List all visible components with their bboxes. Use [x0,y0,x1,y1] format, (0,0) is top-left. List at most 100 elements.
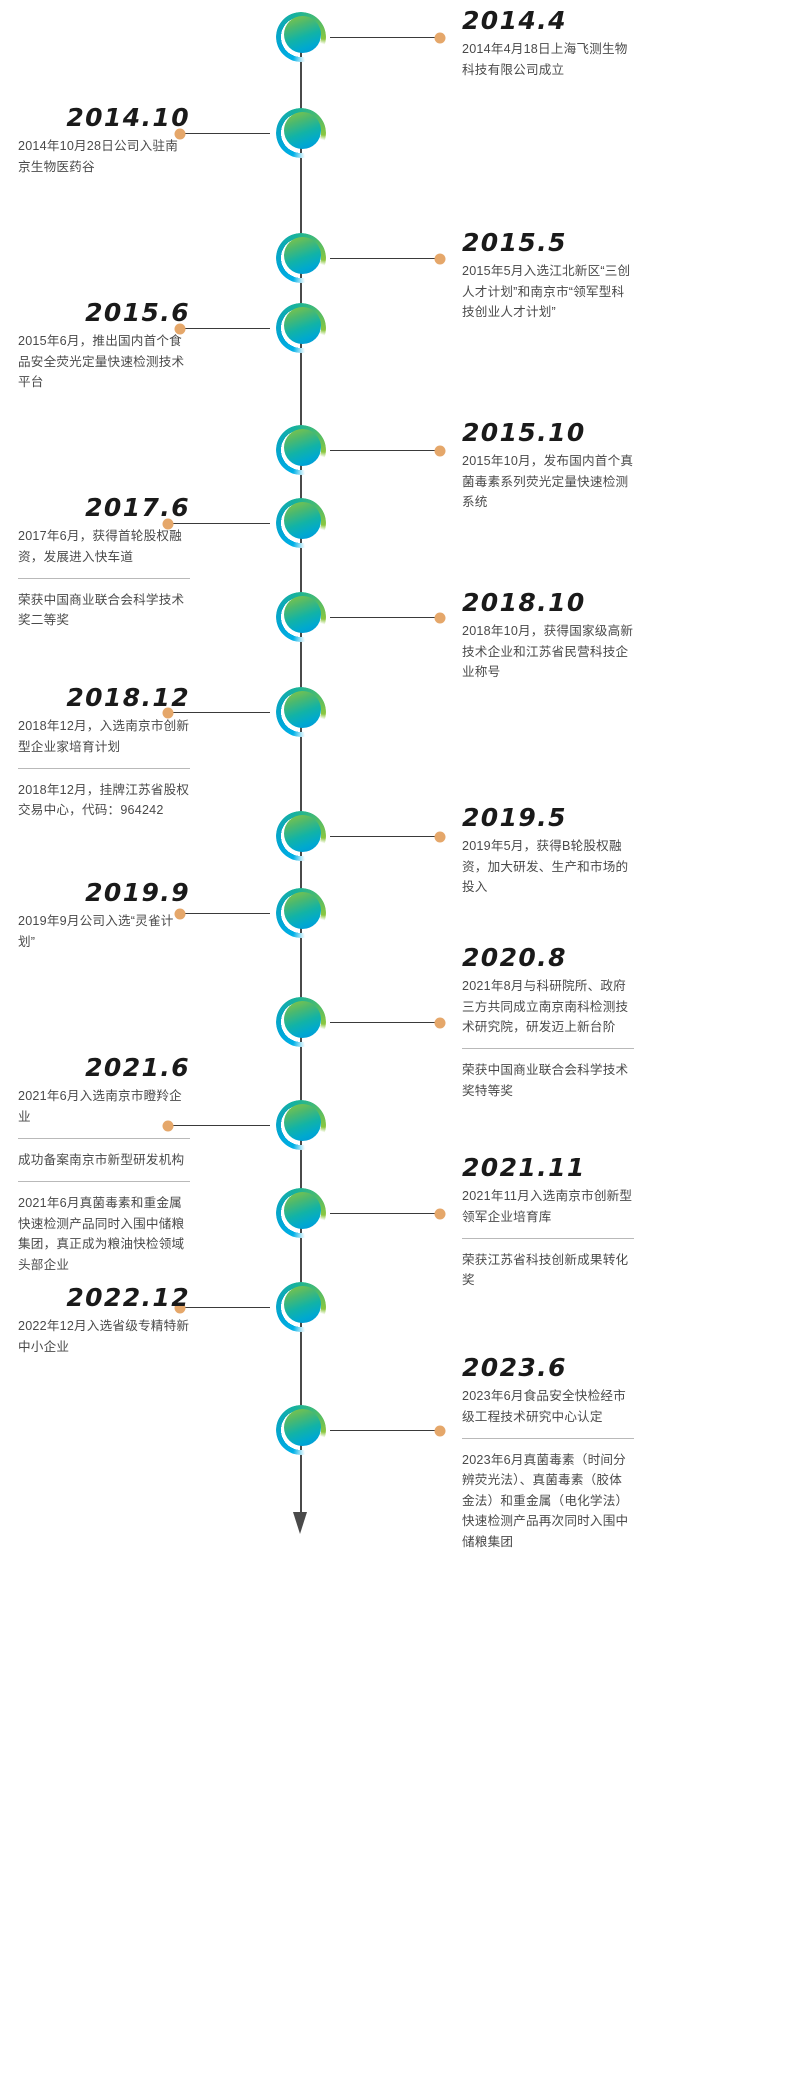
event-block-2014-10: 2014.10 2014年10月28日公司入驻南京生物医药谷 [18,103,190,177]
timeline-node-2021-06[interactable] [276,1100,326,1150]
event-desc-2015-05-0: 2015年5月入选江北新区“三创人才计划”和南京市“领军型科技创业人才计划” [462,264,631,320]
connector-dot-2021-06 [162,1120,174,1132]
event-year-2020-08: 2020.8 [462,943,567,972]
node-core-icon [284,307,321,344]
event-year-2023-06: 2023.6 [462,1353,567,1382]
event-desc-2021-11-1: 荣获江苏省科技创新成果转化奖 [462,1253,629,1288]
event-block-2019-05: 2019.5 2019年5月，获得B轮股权融资，加大研发、生产和市场的投入 [462,803,634,897]
connector-line-2018-10 [330,617,440,619]
event-desc-2023-06-0: 2023年6月食品安全快检经市级工程技术研究中心认定 [462,1389,626,1424]
node-core-icon [284,16,321,53]
connector-dot-2018-10 [434,612,446,624]
connector-line-2015-06 [180,328,270,330]
event-year-2015-06: 2015.6 [85,298,190,327]
event-year-2015-10: 2015.10 [462,418,586,447]
timeline-node-2015-10[interactable] [276,425,326,475]
event-desc-2014-10-0: 2014年10月28日公司入驻南京生物医药谷 [18,139,178,174]
timeline-node-2014-04[interactable] [276,12,326,62]
node-core-icon [284,1286,321,1323]
event-block-2017-06: 2017.6 2017年6月，获得首轮股权融资，发展进入快车道荣获中国商业联合会科… [18,493,190,631]
timeline-node-2015-05[interactable] [276,233,326,283]
timeline-node-2015-06[interactable] [276,303,326,353]
event-desc-2023-06-1: 2023年6月真菌毒素（时间分辨荧光法）、真菌毒素（胶体金法）和重金属（电化学法… [462,1453,629,1549]
timeline-node-2021-11[interactable] [276,1188,326,1238]
connector-line-2021-06 [168,1125,270,1127]
timeline-node-2023-06[interactable] [276,1405,326,1455]
event-divider [18,768,190,770]
event-desc-2022-12-0: 2022年12月入选省级专精特新中小企业 [18,1319,190,1354]
event-year-2021-06: 2021.6 [85,1053,190,1082]
event-divider [462,1238,634,1240]
connector-dot-2015-10 [434,445,446,457]
event-year-2015-05: 2015.5 [462,228,567,257]
connector-line-2014-04 [330,37,440,39]
event-desc-2020-08-0: 2021年8月与科研院所、政府三方共同成立南京南科检测技术研究院，研发迈上新台阶 [462,979,629,1035]
connector-line-2017-06 [168,523,270,525]
node-core-icon [284,1192,321,1229]
connector-dot-2022-12 [174,1302,186,1314]
event-divider [18,1181,190,1183]
connector-dot-2020-08 [434,1017,446,1029]
event-year-2019-09: 2019.9 [85,878,190,907]
event-year-2017-06: 2017.6 [85,493,190,522]
node-core-icon [284,596,321,633]
event-desc-2017-06-1: 荣获中国商业联合会科学技术奖二等奖 [18,593,185,628]
node-core-icon [284,237,321,274]
event-block-2015-05: 2015.5 2015年5月入选江北新区“三创人才计划”和南京市“领军型科技创业人… [462,228,634,322]
event-desc-2017-06-0: 2017年6月，获得首轮股权融资，发展进入快车道 [18,529,182,564]
event-desc-2015-06-0: 2015年6月，推出国内首个食品安全荧光定量快速检测技术平台 [18,334,185,390]
connector-dot-2015-05 [434,253,446,265]
connector-dot-2019-09 [174,908,186,920]
node-core-icon [284,1001,321,1038]
event-block-2020-08: 2020.8 2021年8月与科研院所、政府三方共同成立南京南科检测技术研究院，研… [462,943,634,1101]
event-desc-2018-10-0: 2018年10月，获得国家级高新技术企业和江苏省民营科技企业称号 [462,624,634,680]
event-block-2014-04: 2014.4 2014年4月18日上海飞测生物科技有限公司成立 [462,6,634,80]
connector-dot-2021-11 [434,1208,446,1220]
event-block-2023-06: 2023.6 2023年6月食品安全快检经市级工程技术研究中心认定 2023年6月真… [462,1353,634,1552]
connector-line-2019-05 [330,836,440,838]
event-year-2022-12: 2022.12 [66,1283,190,1312]
connector-line-2015-10 [330,450,440,452]
event-block-2015-06: 2015.6 2015年6月，推出国内首个食品安全荧光定量快速检测技术平台 [18,298,190,392]
timeline-node-2022-12[interactable] [276,1282,326,1332]
timeline-node-2019-05[interactable] [276,811,326,861]
connector-dot-2023-06 [434,1425,446,1437]
event-desc-2021-06-0: 2021年6月入选南京市瞪羚企业 [18,1089,182,1124]
node-core-icon [284,1409,321,1446]
node-core-icon [284,815,321,852]
node-core-icon [284,892,321,929]
event-year-2014-10: 2014.10 [66,103,190,132]
event-year-2019-05: 2019.5 [462,803,567,832]
event-year-2014-04: 2014.4 [462,6,567,35]
event-desc-2014-04-0: 2014年4月18日上海飞测生物科技有限公司成立 [462,42,628,77]
event-divider [18,578,190,580]
connector-line-2021-11 [330,1213,440,1215]
event-year-2018-10: 2018.10 [462,588,586,617]
event-desc-2015-10-0: 2015年10月，发布国内首个真菌毒素系列荧光定量快速检测系统 [462,454,634,510]
event-block-2022-12: 2022.12 2022年12月入选省级专精特新中小企业 [18,1283,190,1357]
connector-line-2018-12 [168,712,270,714]
event-block-2018-10: 2018.10 2018年10月，获得国家级高新技术企业和江苏省民营科技企业称号 [462,588,634,682]
connector-line-2014-10 [180,133,270,135]
event-desc-2018-12-0: 2018年12月，入选南京市创新型企业家培育计划 [18,719,190,754]
timeline-node-2018-10[interactable] [276,592,326,642]
event-desc-2021-11-0: 2021年11月入选南京市创新型领军企业培育库 [462,1189,633,1224]
connector-dot-2019-05 [434,831,446,843]
connector-dot-2015-06 [174,323,186,335]
node-core-icon [284,691,321,728]
connector-line-2022-12 [180,1307,270,1309]
timeline-node-2018-12[interactable] [276,687,326,737]
timeline-node-2017-06[interactable] [276,498,326,548]
event-desc-2019-05-0: 2019年5月，获得B轮股权融资，加大研发、生产和市场的投入 [462,839,629,895]
timeline-node-2020-08[interactable] [276,997,326,1047]
timeline-node-2019-09[interactable] [276,888,326,938]
timeline-node-2014-10[interactable] [276,108,326,158]
event-divider [462,1048,634,1050]
event-divider [18,1138,190,1140]
connector-dot-2017-06 [162,518,174,530]
node-core-icon [284,429,321,466]
